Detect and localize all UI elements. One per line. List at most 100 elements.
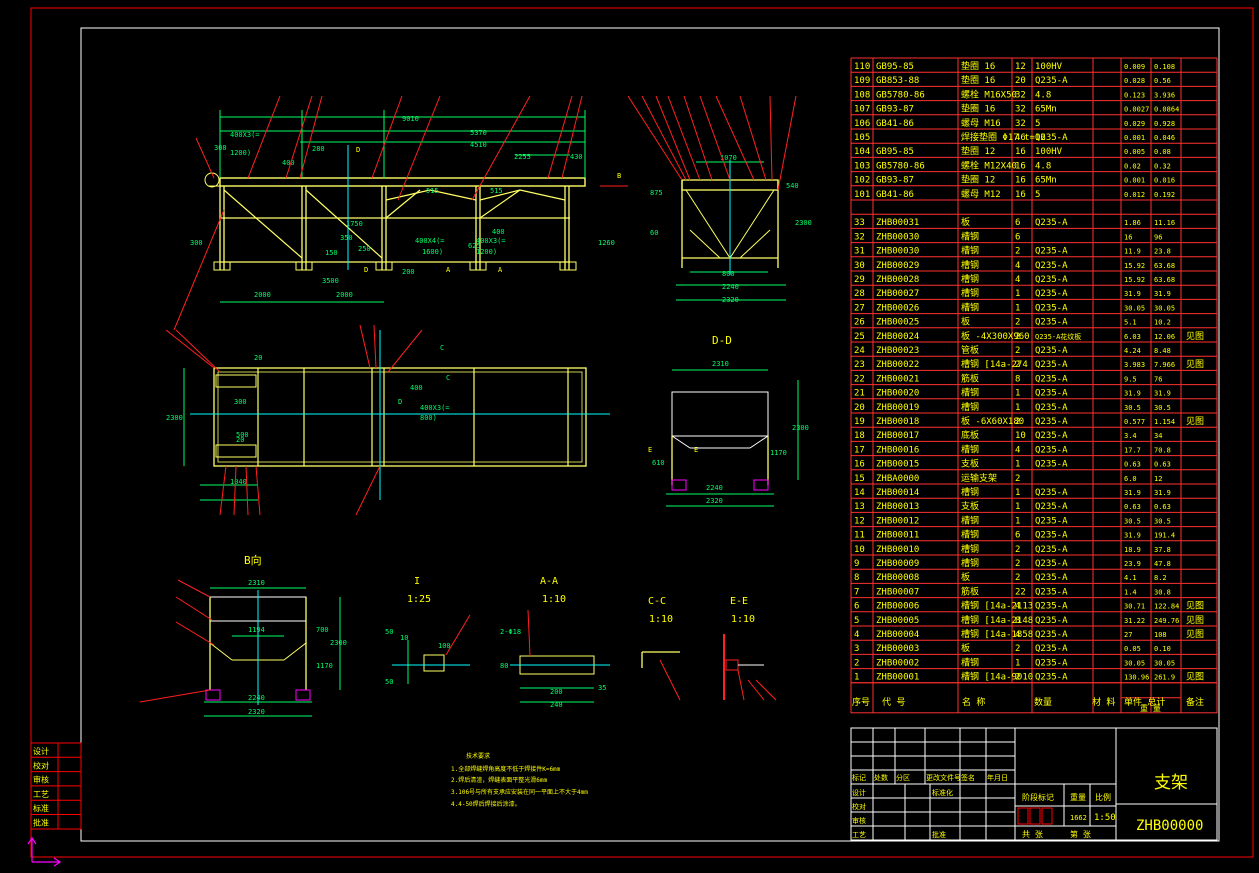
diagonal-brace	[429, 189, 477, 201]
parts-cell-note: 见图	[1186, 672, 1204, 683]
view-title-cc: C-C	[648, 596, 666, 607]
parts-cell-mat: 5	[1035, 119, 1040, 129]
parts-cell-total: 70.8	[1154, 446, 1171, 454]
diagonal-brace	[385, 189, 431, 201]
parts-cell-name: 板	[961, 642, 970, 654]
parts-cell-mat: Q235-A	[1035, 133, 1068, 143]
table-header-cell: 名 称	[962, 696, 985, 708]
side-dimension-text: 60	[650, 229, 658, 237]
parts-cell-note: 见图	[1186, 601, 1204, 612]
parts-cell-name: 槽钢	[961, 287, 979, 299]
plan-dimension-text: 2300	[166, 414, 183, 422]
parts-cell-no: 4	[854, 630, 859, 640]
b-leader-line	[139, 689, 211, 703]
parts-cell-qty: 4	[1015, 261, 1020, 271]
parts-cell-code: ZHB00029	[876, 261, 919, 271]
parts-cell-name: 槽钢	[961, 301, 979, 313]
side-dimension-text: 2300	[795, 219, 812, 227]
title-sign-label: 批准	[932, 830, 946, 839]
title-record-label: 分区	[896, 773, 910, 782]
detail-ee-leader	[737, 669, 745, 701]
leader-line	[561, 95, 583, 179]
parts-cell-name: 槽钢 [14a-2148	[961, 614, 1033, 626]
plan-leader-line	[175, 329, 221, 373]
front-dimension-text: 400X3(=	[230, 131, 260, 139]
parts-cell-mat: Q235-A	[1035, 261, 1068, 271]
parts-cell-mat: Q235-A	[1035, 389, 1068, 399]
parts-cell-no: 31	[854, 247, 865, 257]
parts-cell-no: 16	[854, 460, 865, 470]
title-sign-label: 设计	[852, 788, 866, 797]
parts-cell-name: 槽钢	[961, 230, 979, 242]
parts-cell-code: ZHB00006	[876, 602, 919, 612]
parts-cell-no: 5	[854, 616, 859, 626]
parts-cell-code: ZHB00013	[876, 502, 919, 512]
parts-cell-mat: Q235-A	[1035, 346, 1068, 356]
b-foot-left	[205, 689, 221, 701]
parts-cell-no: 28	[854, 289, 865, 299]
base-foot	[375, 261, 393, 271]
parts-cell-qty: 1	[1015, 658, 1020, 668]
parts-cell-code: GB853-88	[876, 76, 919, 86]
stage-box	[1017, 807, 1029, 825]
parts-cell-total: 0.046	[1154, 134, 1175, 142]
parts-cell-code: ZHB00023	[876, 346, 919, 356]
scale-value: 1:50	[1094, 813, 1116, 823]
parts-cell-mat: Q235-A	[1035, 658, 1068, 668]
parts-cell-name: 槽钢	[961, 529, 979, 541]
parts-cell-unit: 18.9	[1124, 546, 1141, 554]
b-dimension-text: 700	[316, 626, 329, 634]
dd-dimension-text: 2310	[712, 360, 729, 368]
parts-cell-qty: 32	[1015, 119, 1026, 129]
parts-cell-note: 见图	[1186, 359, 1204, 370]
parts-cell-unit: 31.9	[1124, 290, 1141, 298]
parts-cell-qty: 1	[1015, 389, 1020, 399]
side-leader-line	[769, 95, 773, 181]
parts-cell-unit: 0.05	[1124, 645, 1141, 653]
parts-cell-code: ZHBA0000	[876, 474, 919, 484]
parts-cell-mat: 65Mn	[1035, 176, 1057, 186]
dd-hopper-left	[671, 435, 691, 449]
parts-cell-no: 8	[854, 573, 859, 583]
parts-cell-no: 109	[854, 76, 870, 86]
parts-cell-unit: 30.5	[1124, 517, 1141, 525]
parts-cell-code: GB95-85	[876, 62, 914, 72]
front-dimension-text: 308	[214, 144, 227, 152]
parts-cell-code: ZHB00017	[876, 431, 919, 441]
parts-cell-unit: 15.92	[1124, 262, 1145, 270]
parts-cell-no: 2	[854, 658, 859, 668]
inner-border	[80, 27, 1220, 842]
parts-cell-unit: 0.009	[1124, 63, 1145, 71]
parts-cell-qty: 2	[1015, 545, 1020, 555]
parts-cell-name: 底板	[961, 429, 979, 441]
stamp-label: 批准	[33, 818, 49, 828]
parts-cell-code: ZHB00018	[876, 417, 919, 427]
leader-line	[371, 95, 403, 179]
parts-cell-total: 10.2	[1154, 319, 1171, 327]
view-scale-aa: 1:10	[542, 594, 566, 605]
notes-line-1: 1.全部焊缝焊角高度不低于焊接件K=6mm	[451, 765, 561, 773]
parts-cell-name: 槽钢	[961, 443, 979, 455]
front-dimension-text: 2000	[254, 291, 271, 299]
parts-cell-total: 96	[1154, 233, 1162, 241]
parts-cell-total: 12	[1154, 475, 1162, 483]
parts-cell-qty: 16	[1015, 161, 1026, 171]
parts-cell-no: 108	[854, 90, 870, 100]
parts-cell-mat: 65Mn	[1035, 105, 1057, 115]
leader-line	[471, 95, 531, 201]
front-dimension-text: 430	[570, 153, 583, 161]
parts-cell-unit: 3.983	[1124, 361, 1145, 369]
side-dimension-text: 1070	[720, 154, 737, 162]
detail-i-text: 50	[385, 628, 393, 636]
front-dimension-text: 280	[312, 145, 325, 153]
parts-cell-no: 25	[854, 332, 865, 342]
dd-dimension-text: 610	[652, 459, 665, 467]
front-dimension-text: 300	[190, 239, 203, 247]
parts-cell-code: ZHB00011	[876, 531, 919, 541]
parts-cell-qty: 2	[1015, 346, 1020, 356]
detail-aa-text: 200	[550, 688, 563, 696]
parts-cell-unit: 15.92	[1124, 276, 1145, 284]
